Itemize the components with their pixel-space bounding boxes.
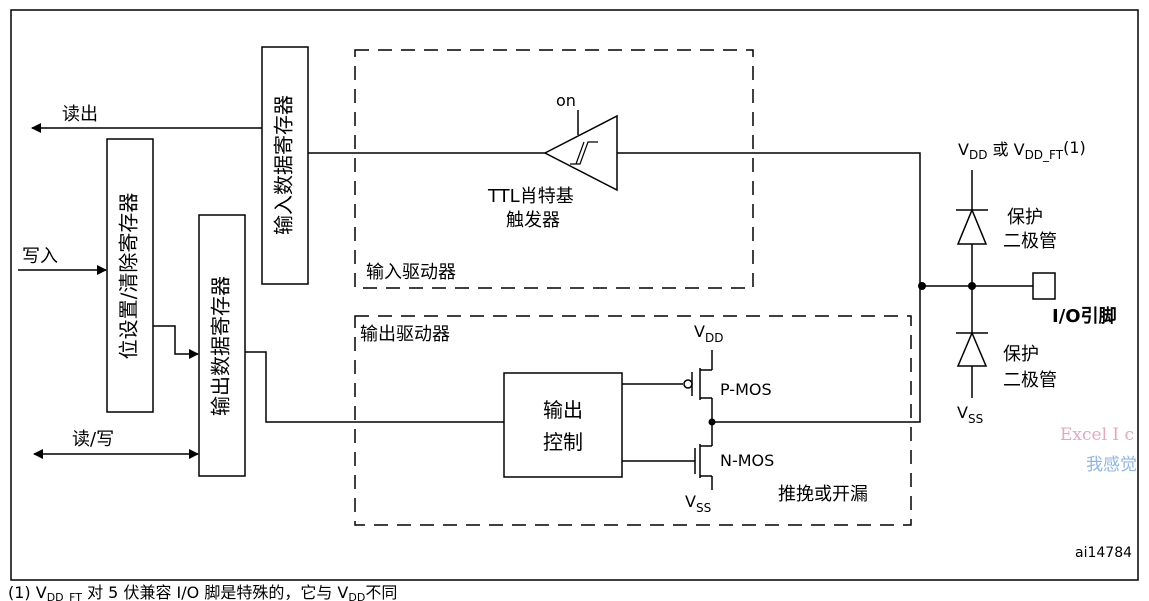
vss-rail-label: VSS [957,403,983,426]
io-pin-label: I/O引脚 [1052,306,1117,327]
bit-set-reset-register-box [106,138,154,413]
watermark-line-1: Excel I c [1060,425,1134,445]
upper-diode-label-1: 保护 [1007,207,1043,228]
watermark-line-2: 我感觉 [1086,455,1137,475]
output-data-register-label: 输出数据寄存器 [209,276,233,416]
drain-to-pin-wire [712,286,921,423]
pmos-label: P-MOS [720,380,772,399]
output-driver-box [354,315,912,526]
input-driver-box [354,49,754,289]
pmos-transistor [683,350,713,422]
vdd-or-vddft-label: VDD 或 VDD_FT(1) [958,138,1086,162]
input-driver-label: 输入驱动器 [366,262,456,283]
vdd-label: VDD [694,322,723,345]
output-control-box [503,372,623,478]
on-label: on [556,91,576,110]
io-pin-pad [1032,272,1056,300]
schmitt-trigger-label-2: 触发器 [506,210,560,231]
output-driver-label: 输出驱动器 [360,324,450,345]
nmos-label: N-MOS [720,451,774,470]
lower-protection-diode [956,331,988,367]
input-data-register-label: 输入数据寄存器 [272,95,296,235]
pin-junction-left [918,282,926,290]
upper-protection-diode [956,208,988,245]
schmitt-trigger-symbol [543,114,618,192]
hysteresis-icon [570,141,598,165]
vss-label: VSS [685,492,711,515]
output-control-label-1: 输出 [543,398,583,422]
input-data-register-box [261,46,309,285]
odr-to-control-wire [245,351,504,423]
upper-diode-label-2: 二极管 [1003,231,1057,252]
figure-id-label: ai14784 [1075,545,1132,561]
lower-diode-label-1: 保护 [1003,344,1039,365]
nmos-transistor [694,422,713,490]
figure-frame [10,9,1139,581]
drain-junction [708,418,716,426]
read-out-label: 读出 [62,104,98,125]
read-write-label: 读/写 [72,429,114,450]
output-control-label-2: 控制 [543,430,583,454]
bsrr-to-odr-arrow [153,325,199,359]
footnote: (1) VDD_FT 对 5 伏兼容 I/O 脚是特殊的，它与 VDD不同 [8,583,397,601]
write-in-label: 写入 [22,246,58,267]
schmitt-trigger-label-1: TTL肖特基 [487,186,574,207]
push-pull-open-drain-label: 推挽或开漏 [778,484,868,505]
output-data-register-box [198,214,246,477]
bit-set-reset-register-label: 位设置/清除寄存器 [117,193,141,360]
trigger-to-pin-wire [617,152,921,286]
lower-diode-label-2: 二极管 [1003,370,1057,391]
